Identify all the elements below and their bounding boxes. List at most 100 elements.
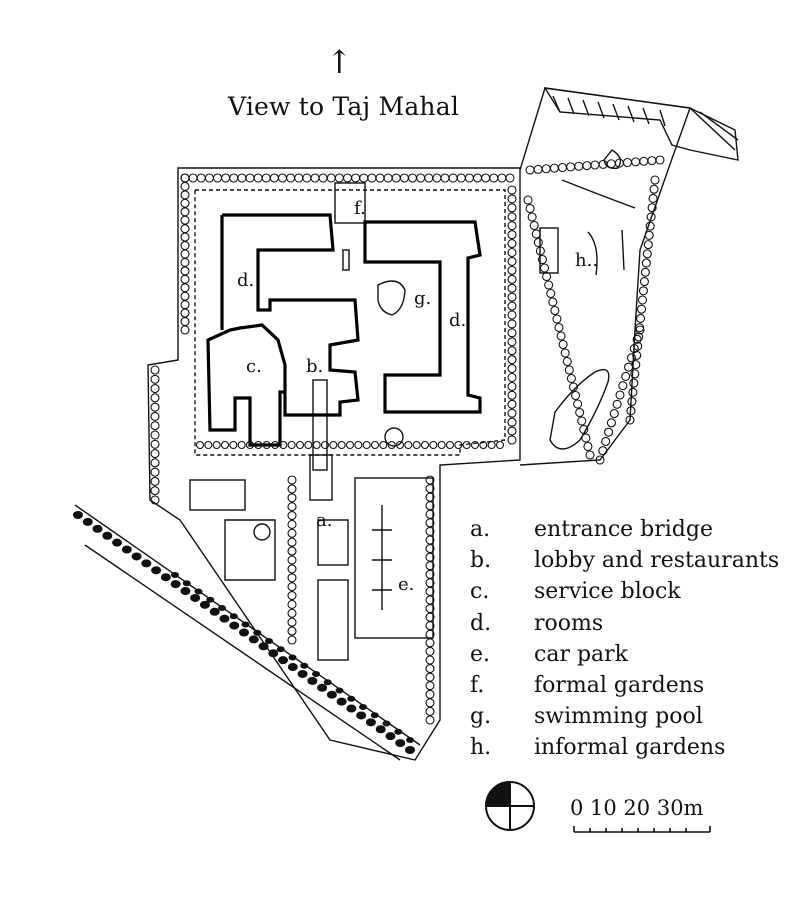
legend-text: entrance bridge bbox=[534, 517, 713, 542]
tree-icon bbox=[581, 433, 591, 443]
tree-icon bbox=[150, 402, 160, 412]
tree-icon bbox=[650, 175, 660, 185]
tree-icon bbox=[287, 440, 296, 450]
tree-icons bbox=[150, 155, 665, 725]
tree-icon bbox=[425, 569, 435, 579]
tree-icon bbox=[575, 407, 585, 418]
tree-icon bbox=[190, 593, 201, 602]
label-b: b. bbox=[306, 356, 323, 377]
tree-icon bbox=[112, 538, 123, 547]
tree-icon bbox=[507, 364, 517, 374]
tree-icon bbox=[566, 373, 576, 384]
tree-icon bbox=[180, 190, 190, 200]
legend-item: b.lobby and restaurants bbox=[470, 545, 779, 576]
tree-icon bbox=[229, 440, 238, 450]
tree-icon bbox=[507, 212, 517, 222]
tree-icon bbox=[237, 440, 246, 450]
tree-icon bbox=[367, 173, 377, 183]
tree-icon bbox=[507, 265, 517, 275]
tree-icon bbox=[507, 372, 517, 383]
tree-icon bbox=[412, 440, 421, 450]
tree-icon bbox=[606, 418, 616, 428]
tree-icon bbox=[425, 526, 435, 536]
tree-icon bbox=[425, 621, 435, 631]
tree-icon bbox=[287, 528, 297, 538]
tree-icon bbox=[278, 656, 289, 665]
tree-icon bbox=[628, 387, 638, 397]
tree-icon bbox=[416, 173, 426, 183]
legend-text: swimming pool bbox=[534, 704, 703, 730]
tree-icon bbox=[533, 237, 543, 248]
tree-icon bbox=[287, 502, 297, 512]
tree-icon bbox=[542, 271, 552, 282]
tree-icon bbox=[454, 440, 463, 450]
tree-icon bbox=[525, 165, 535, 175]
tree-icon bbox=[212, 440, 221, 450]
tree-icon bbox=[150, 439, 160, 449]
tree-icon bbox=[462, 440, 471, 450]
tree-icon bbox=[557, 162, 568, 173]
tree-icon bbox=[429, 440, 438, 450]
tree-icon bbox=[287, 546, 297, 556]
tree-icon bbox=[626, 353, 636, 363]
tree-icon bbox=[639, 276, 649, 287]
tree-icon bbox=[180, 317, 190, 327]
tree-icon bbox=[150, 458, 160, 468]
tree-icon bbox=[287, 493, 297, 503]
tree-icon bbox=[335, 687, 344, 694]
legend-key: h. bbox=[470, 735, 492, 761]
tree-icon bbox=[649, 184, 659, 194]
tree-icon bbox=[180, 207, 190, 217]
tree-icon bbox=[507, 185, 517, 195]
tree-icon bbox=[425, 681, 435, 691]
legend-text: service block bbox=[534, 579, 681, 605]
tree-icon bbox=[560, 348, 570, 358]
tree-icon bbox=[395, 440, 405, 450]
tree-icon bbox=[507, 274, 517, 284]
tree-icon bbox=[595, 455, 605, 465]
tree-icon bbox=[102, 531, 113, 540]
tree-icon bbox=[425, 638, 435, 648]
tree-icon bbox=[464, 173, 474, 183]
tree-icon bbox=[92, 524, 103, 533]
tree-icon bbox=[180, 291, 190, 301]
tree-icon bbox=[241, 621, 250, 628]
tree-icon bbox=[507, 230, 517, 240]
tree-icon bbox=[609, 409, 619, 419]
tree-icon bbox=[507, 426, 517, 436]
tree-icon bbox=[326, 173, 336, 183]
tree-icon bbox=[287, 599, 297, 609]
legend-text: car park bbox=[534, 641, 628, 667]
tree-icon bbox=[425, 501, 435, 511]
legend-text: formal gardens bbox=[534, 673, 705, 699]
tree-icon bbox=[648, 193, 658, 204]
legend-item: a.entrance bridge bbox=[470, 514, 779, 545]
tree-icon bbox=[525, 203, 535, 214]
tree-icon bbox=[150, 384, 160, 394]
tree-icon bbox=[287, 617, 297, 627]
tree-icon bbox=[295, 440, 305, 450]
tree-icon bbox=[604, 427, 614, 437]
tree-icon bbox=[635, 325, 645, 335]
tree-icon bbox=[425, 664, 435, 674]
tree-icon bbox=[253, 629, 262, 636]
tree-icon bbox=[618, 381, 628, 391]
tree-icon bbox=[82, 517, 93, 526]
tree-icon bbox=[404, 440, 413, 450]
tree-icon bbox=[425, 475, 435, 485]
legend-key: d. bbox=[470, 610, 492, 636]
tree-icon bbox=[621, 371, 631, 381]
tree-icon bbox=[270, 440, 280, 450]
label-e: e. bbox=[398, 574, 414, 595]
tree-icon bbox=[288, 654, 297, 661]
tree-icon bbox=[615, 390, 625, 400]
tree-icon bbox=[229, 621, 240, 630]
tree-icon bbox=[336, 697, 347, 706]
tree-icon bbox=[552, 314, 562, 324]
tree-icon bbox=[180, 224, 190, 234]
tree-icon bbox=[537, 254, 548, 265]
tree-icon bbox=[570, 390, 581, 401]
tree-icon bbox=[180, 257, 190, 267]
tree-icon bbox=[383, 173, 393, 183]
